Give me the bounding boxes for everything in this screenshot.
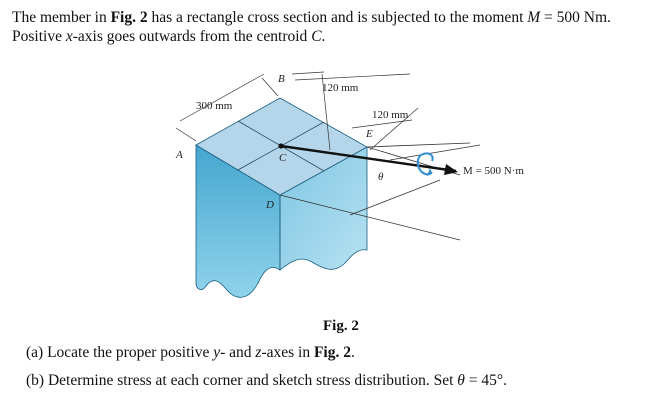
centroid-point — [278, 143, 284, 149]
rotation-icon — [416, 152, 434, 176]
problem-statement: The member in Fig. 2 has a rectangle cro… — [12, 9, 611, 45]
moment-arrowhead — [444, 164, 458, 175]
label-theta: θ — [378, 171, 384, 183]
figure-caption: Fig. 2 — [323, 318, 359, 334]
label-d: D — [265, 199, 274, 211]
label-dim-300: 300 mm — [196, 100, 233, 112]
side-face — [279, 146, 368, 271]
question-a: (a) Locate the proper positive y- and z-… — [26, 344, 355, 361]
front-face — [195, 144, 281, 298]
moment-vector — [280, 144, 457, 173]
fig-reference: Fig. 2 — [110, 9, 148, 26]
question-b: (b) Determine stress at each corner and … — [26, 372, 507, 389]
label-dim-120-top: 120 mm — [322, 82, 359, 94]
label-dim-120-side: 120 mm — [372, 109, 409, 121]
label-a: A — [175, 149, 183, 161]
label-b: B — [278, 73, 285, 85]
label-c: C — [279, 152, 287, 164]
label-e: E — [365, 128, 373, 140]
label-moment: M = 500 N·m — [463, 165, 524, 177]
